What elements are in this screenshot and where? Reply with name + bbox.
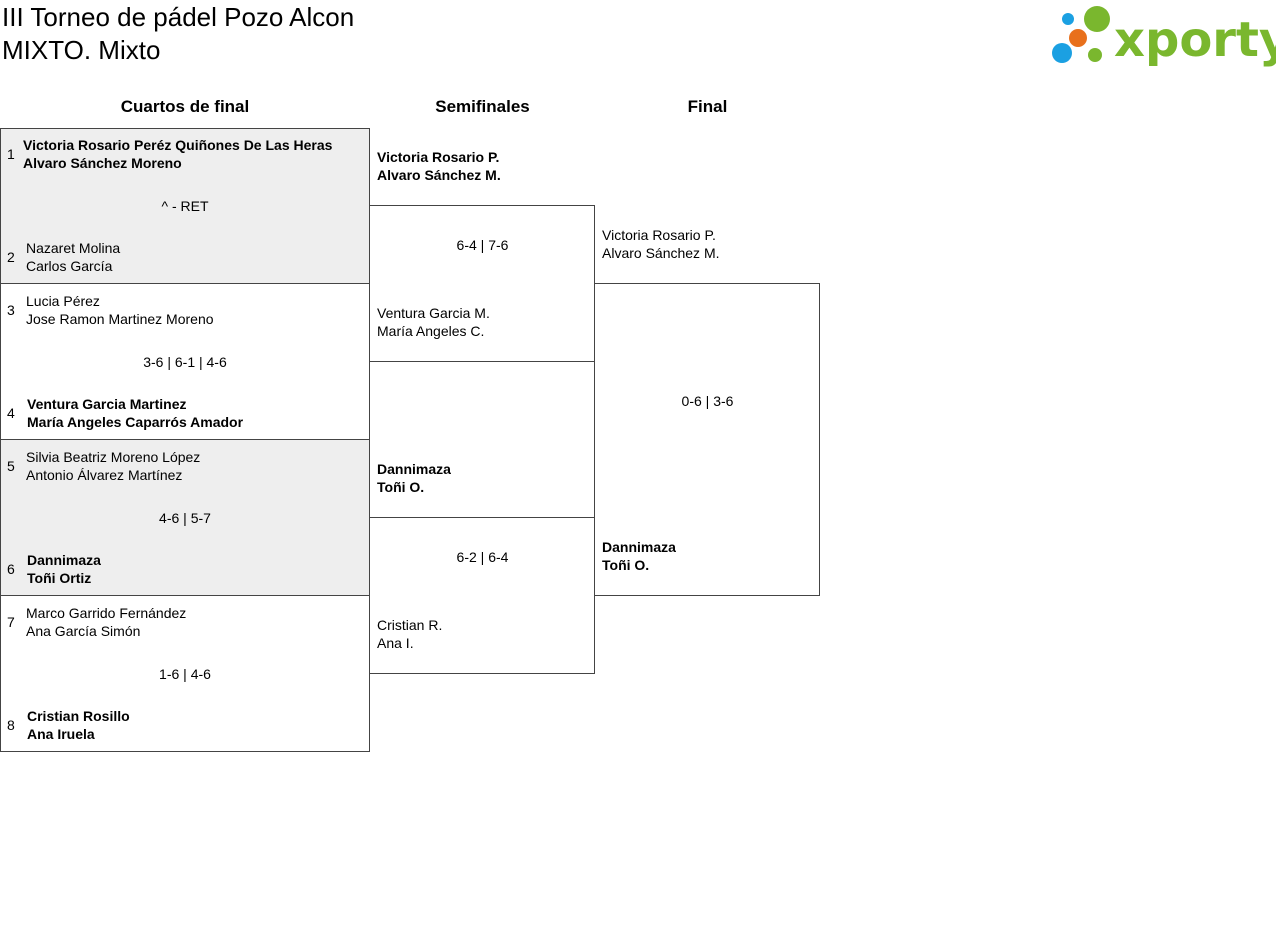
round-header-quarterfinals: Cuartos de final	[120, 97, 250, 116]
team-name: Dannimaza Toñi Ortiz	[27, 551, 101, 587]
team-name: Cristian R. Ana I.	[377, 616, 442, 652]
player-name: Ventura Garcia M.	[377, 305, 490, 321]
player-name: Ana Iruela	[27, 726, 95, 742]
xporty-logo: xporty	[1050, 4, 1276, 68]
logo-wordmark: xporty	[1114, 12, 1276, 68]
player-name: Marco Garrido Fernández	[26, 605, 187, 621]
player-name: Lucia Pérez	[26, 293, 100, 309]
match-score: 6-2 | 6-4	[456, 549, 509, 565]
player-name: Dannimaza	[27, 552, 101, 568]
player-name: Victoria Rosario P.	[602, 227, 716, 243]
team-name: Ventura Garcia M. María Angeles C.	[377, 304, 490, 340]
tournament-title: III Torneo de pádel Pozo Alcon	[2, 2, 355, 32]
team-name: Ventura Garcia Martinez María Angeles Ca…	[27, 395, 243, 431]
player-name: Carlos García	[26, 258, 113, 274]
player-name: María Angeles C.	[377, 323, 485, 339]
team-name: Nazaret Molina Carlos García	[26, 239, 120, 275]
match-score: 6-4 | 7-6	[456, 237, 509, 253]
team-name: Victoria Rosario P. Alvaro Sánchez M.	[377, 148, 501, 184]
player-name: Alvaro Sánchez Moreno	[23, 155, 182, 171]
player-name: Alvaro Sánchez M.	[602, 245, 720, 261]
team-name: Cristian Rosillo Ana Iruela	[27, 707, 130, 743]
quarterfinal-match-3	[0, 439, 370, 596]
player-name: Cristian Rosillo	[27, 708, 130, 724]
category-title: MIXTO. Mixto	[2, 35, 161, 65]
match-score: 0-6 | 3-6	[681, 393, 734, 409]
player-name: Ana I.	[377, 635, 414, 651]
player-name: Victoria Rosario P.	[377, 149, 500, 165]
player-name: Cristian R.	[377, 617, 443, 633]
team-name: Dannimaza Toñi O.	[377, 460, 451, 496]
seed-number: 7	[7, 614, 15, 630]
match-score: 3-6 | 6-1 | 4-6	[143, 354, 227, 370]
player-name: Dannimaza	[377, 461, 451, 477]
quarterfinal-match-1	[0, 128, 370, 284]
seed-number: 3	[7, 302, 15, 318]
match-score: 1-6 | 4-6	[159, 666, 211, 682]
round-header-final: Final	[687, 97, 728, 116]
player-name: Toñi Ortiz	[27, 570, 92, 586]
match-score: 4-6 | 5-7	[159, 510, 211, 526]
player-name: María Angeles Caparrós Amador	[27, 414, 244, 430]
team-name: Silvia Beatriz Moreno López Antonio Álva…	[26, 448, 200, 484]
team-name: Victoria Rosario P. Alvaro Sánchez M.	[602, 226, 720, 262]
team-name: Victoria Rosario Peréz Quiñones De Las H…	[23, 136, 332, 172]
team-name: Marco Garrido Fernández Ana García Simón	[26, 604, 186, 640]
player-name: Jose Ramon Martinez Moreno	[26, 311, 214, 327]
seed-number: 1	[7, 146, 15, 162]
team-name: Dannimaza Toñi O.	[602, 538, 676, 574]
player-name: Alvaro Sánchez M.	[377, 167, 501, 183]
player-name: Silvia Beatriz Moreno López	[26, 449, 201, 465]
seed-number: 6	[7, 561, 15, 577]
player-name: Antonio Álvarez Martínez	[26, 467, 183, 483]
player-name: Dannimaza	[602, 539, 676, 555]
player-name: Nazaret Molina	[26, 240, 121, 256]
seed-number: 4	[7, 405, 15, 421]
player-name: Victoria Rosario Peréz Quiñones De Las H…	[23, 137, 333, 153]
seed-number: 5	[7, 458, 15, 474]
player-name: Toñi O.	[377, 479, 425, 495]
final-match	[594, 283, 820, 596]
seed-number: 2	[7, 249, 15, 265]
round-header-semifinals: Semifinales	[435, 97, 530, 116]
player-name: Ventura Garcia Martinez	[27, 396, 187, 412]
player-name: Toñi O.	[602, 557, 650, 573]
team-name: Lucia Pérez Jose Ramon Martinez Moreno	[26, 292, 214, 328]
player-name: Ana García Simón	[26, 623, 141, 639]
match-score: ^ - RET	[161, 198, 209, 214]
seed-number: 8	[7, 717, 15, 733]
